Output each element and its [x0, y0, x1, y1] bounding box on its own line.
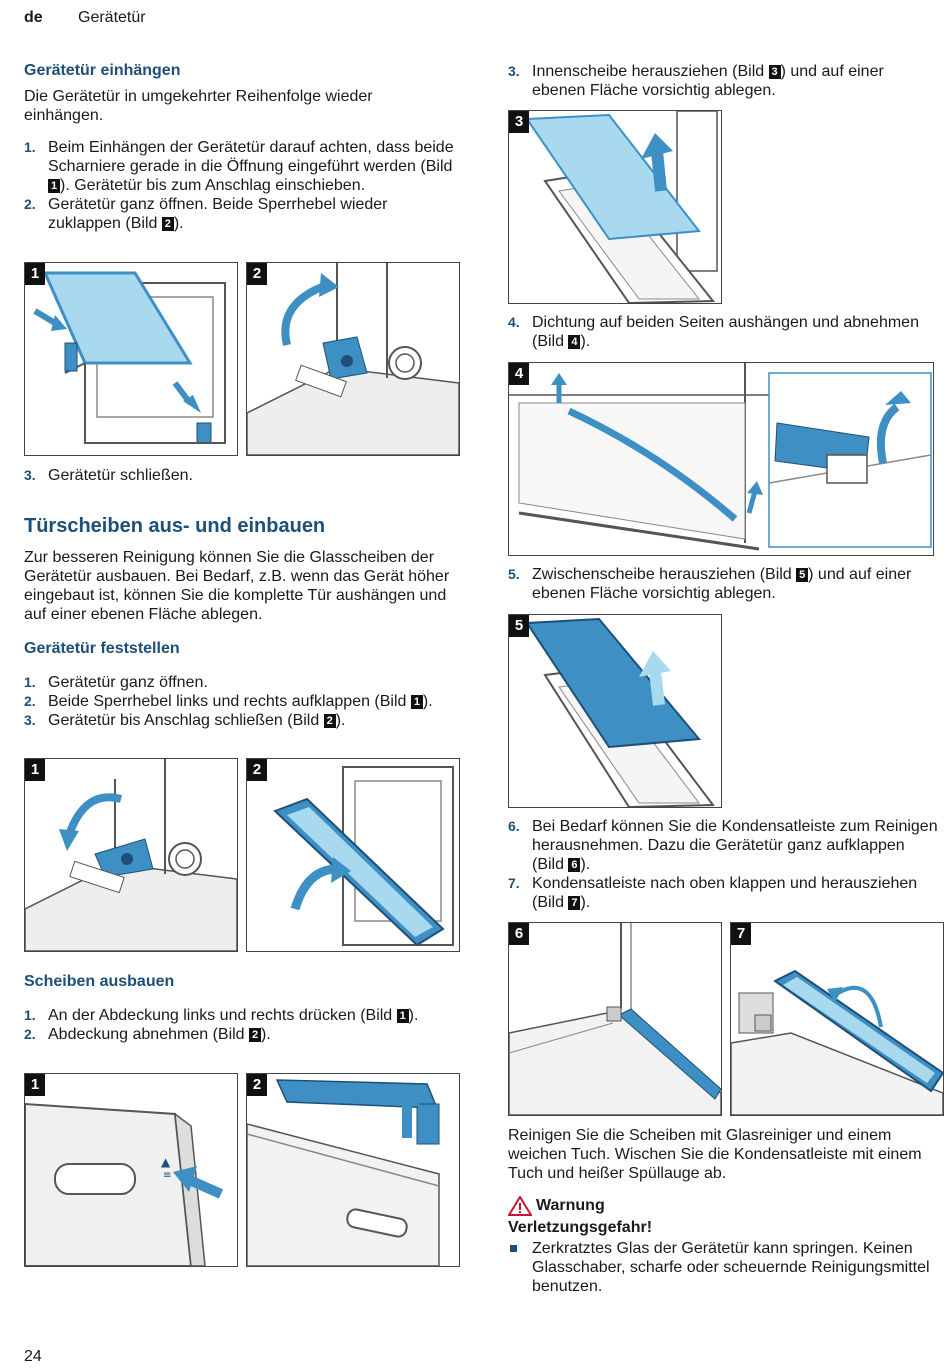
heading-tuerscheiben: Türscheiben aus- und einbauen: [24, 515, 326, 537]
warning-block: Warnung Verletzungsgefahr! Zerkratztes G…: [508, 1196, 938, 1296]
step-item: 1.Gerätetür ganz öffnen.: [24, 674, 208, 691]
figure-middle-pane: 5: [508, 614, 722, 808]
step-item: 7.Kondensatleiste nach oben klappen und …: [508, 875, 918, 911]
step-item: 6.Bei Bedarf können Sie die Kondensatlei…: [508, 818, 938, 873]
warning-bullet: Zerkratztes Glas der Gerätetür kann spri…: [508, 1239, 938, 1296]
step-item: 3.Gerätetür schließen.: [24, 467, 193, 484]
figure-badge: 2: [247, 263, 267, 285]
steps-6-7-kondensatleiste: 6.Bei Bedarf können Sie die Kondensatlei…: [508, 817, 938, 912]
step-item: 1.Beim Einhängen der Gerätetür darauf ac…: [24, 139, 454, 194]
step-item: 5.Zwischenscheibe herausziehen (Bild 5) …: [508, 566, 912, 602]
figure-badge: 2: [247, 1074, 267, 1096]
step-5-zwischenscheibe: 5.Zwischenscheibe herausziehen (Bild 5) …: [508, 565, 938, 603]
page-number: 24: [24, 1348, 42, 1365]
svg-text:▲: ▲: [161, 1155, 171, 1169]
steps-einhaengen-3: 3.Gerätetür schließen.: [24, 466, 454, 485]
steps-feststellen: 1.Gerätetür ganz öffnen. 2.Beide Sperrhe…: [24, 673, 454, 730]
intro-einhaengen: Die Gerätetür in umgekehrter Reihenfolge…: [24, 88, 373, 124]
warning-header: Warnung: [508, 1196, 938, 1216]
step-item: 2.Gerätetür ganz öffnen. Beide Sperrhebe…: [24, 196, 388, 232]
step-item: 2.Beide Sperrhebel links und rechts aufk…: [24, 693, 433, 710]
figure-badge: 4: [509, 363, 529, 385]
figure-badge: 1: [25, 1074, 45, 1096]
warning-triangle-icon: [508, 1196, 532, 1216]
svg-text:≡: ≡: [163, 1170, 171, 1181]
figure-press-cover: 1 ▲ ≡: [24, 1073, 238, 1267]
heading-einhaengen: Gerätetür einhängen: [24, 62, 181, 79]
figure-badge: 1: [25, 759, 45, 781]
figure-badge: 5: [509, 615, 529, 637]
step-item: 3.Innenscheibe herausziehen (Bild 3) und…: [508, 63, 884, 99]
figure-door-close-to-stop: 2: [246, 758, 460, 952]
figure-lock-lever-close: 2: [246, 262, 460, 456]
step-4-dichtung: 4.Dichtung auf beiden Seiten aushängen u…: [508, 313, 938, 351]
figure-badge: 3: [509, 111, 529, 133]
cleaning-instructions: Reinigen Sie die Scheiben mit Glasreinig…: [508, 1127, 922, 1182]
step-3-innenscheibe: 3.Innenscheibe herausziehen (Bild 3) und…: [508, 62, 938, 100]
figure-hinge-insert: 1: [24, 262, 238, 456]
figure-lock-lever-open: 1: [24, 758, 238, 952]
language-code: de: [24, 9, 43, 26]
figure-badge: 7: [731, 923, 751, 945]
figure-condensate-strip-remove: 7: [730, 922, 944, 1116]
figure-gasket: 4: [508, 362, 934, 556]
intro-tuerscheiben: Zur besseren Reinigung können Sie die Gl…: [24, 549, 450, 623]
steps-einhaengen: 1.Beim Einhängen der Gerätetür darauf ac…: [24, 138, 454, 233]
page-header-title: Gerätetür: [78, 9, 146, 26]
steps-ausbauen: 1.An der Abdeckung links und rechts drüc…: [24, 1006, 454, 1044]
warning-label: Warnung: [536, 1197, 605, 1214]
figure-remove-cover: 2: [246, 1073, 460, 1267]
figure-badge: 1: [25, 263, 45, 285]
step-item: 3.Gerätetür bis Anschlag schließen (Bild…: [24, 712, 346, 729]
figure-inner-pane: 3: [508, 110, 722, 304]
figure-badge: 2: [247, 759, 267, 781]
step-item: 2.Abdeckung abnehmen (Bild 2).: [24, 1026, 271, 1043]
bullet-square-icon: [510, 1245, 517, 1252]
figure-badge: 6: [509, 923, 529, 945]
step-item: 1.An der Abdeckung links und rechts drüc…: [24, 1007, 419, 1024]
step-item: 4.Dichtung auf beiden Seiten aushängen u…: [508, 314, 919, 350]
figure-condensate-strip-open: 6: [508, 922, 722, 1116]
warning-bullet-text: Zerkratztes Glas der Gerätetür kann spri…: [532, 1240, 930, 1295]
warning-title: Verletzungsgefahr!: [508, 1219, 653, 1236]
heading-feststellen: Gerätetür feststellen: [24, 640, 180, 657]
heading-ausbauen: Scheiben ausbauen: [24, 973, 175, 990]
